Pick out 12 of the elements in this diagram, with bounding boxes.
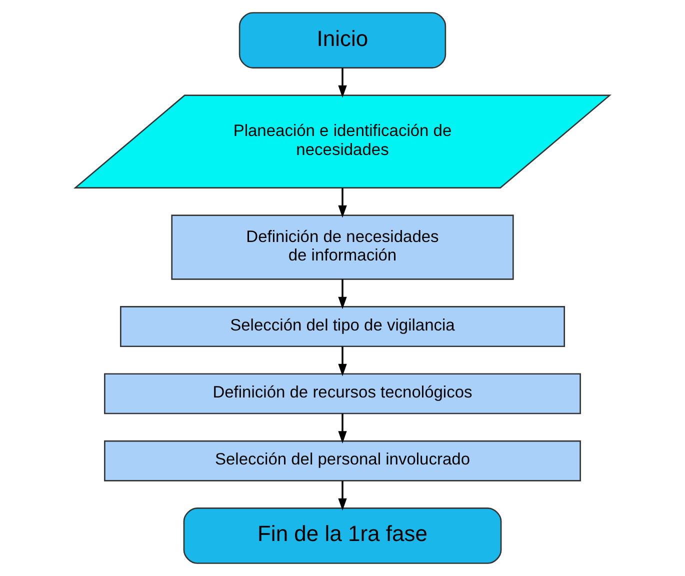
node-box: Selección del personal involucrado [104,440,581,482]
arrow [338,68,347,98]
arrow [338,414,347,444]
node-box: Inicio [238,12,446,68]
node-box: Fin de la 1ra fase [183,508,502,564]
arrow [338,346,347,376]
node-box: Definición de recursos tecnológicos [104,373,581,414]
arrow [338,188,347,218]
node-box: Selección del tipo de vigilancia [120,306,565,348]
arrow [338,481,347,511]
node-box: Definición de necesidades de información [171,214,514,280]
arrow [338,279,347,310]
